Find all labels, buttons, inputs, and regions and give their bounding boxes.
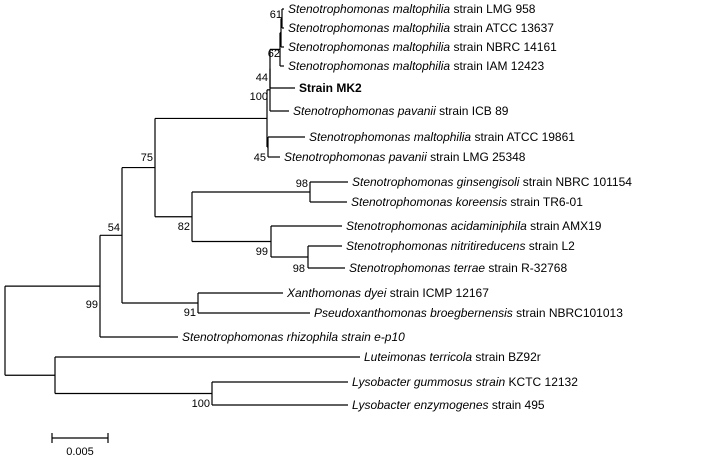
bootstrap-value: 98 [293,263,305,275]
bootstrap-value: 82 [178,221,190,233]
bootstrap-value: 100 [250,91,268,103]
taxon-label: Pseudoxanthomonas broegbernensis strain … [314,306,623,320]
tree-branches [4,8,360,406]
scale-bar: 0.005 [51,433,109,458]
taxon-label: Xanthomonas dyei strain ICMP 12167 [286,286,489,300]
taxon-label: Lysobacter enzymogenes strain 495 [352,398,545,412]
bootstrap-value: 98 [296,178,308,190]
bootstrap-value: 91 [184,307,196,319]
bootstrap-value: 100 [192,398,210,410]
scale-bar-label: 0.005 [66,446,94,458]
bootstrap-value: 62 [268,48,280,60]
taxon-label: Stenotrophomonas ginsengisoli strain NBR… [352,175,632,189]
bootstrap-value: 44 [256,72,268,84]
taxon-label: Stenotrophomonas rhizophila strain e-p10 [182,330,405,344]
bootstrap-value: 61 [270,9,282,21]
bootstrap-value: 75 [141,152,153,164]
taxon-label: Stenotrophomonas terrae strain R-32768 [349,261,567,275]
bootstrap-value: 54 [108,222,120,234]
bootstrap-value: 45 [254,152,266,164]
taxon-labels: Stenotrophomonas maltophilia strain LMG … [182,2,632,412]
taxon-label: Stenotrophomonas maltophilia strain ATCC… [288,21,554,35]
taxon-label: Stenotrophomonas acidaminiphila strain A… [346,219,602,233]
bootstrap-value: 99 [256,246,268,258]
taxon-label: Stenotrophomonas nitritireducens strain … [346,239,575,253]
taxon-label: Stenotrophomonas maltophilia strain NBRC… [288,40,557,54]
taxon-label: Stenotrophomonas maltophilia strain LMG … [288,2,536,16]
taxon-label: Luteimonas terricola strain BZ92r [364,350,541,364]
taxon-label: Stenotrophomonas maltophilia strain IAM … [288,59,544,73]
bootstrap-value: 99 [86,299,98,311]
taxon-label: Strain MK2 [299,81,362,95]
taxon-label: Lysobacter gummosus strain KCTC 12132 [352,375,578,389]
taxon-label: Stenotrophomonas maltophilia strain ATCC… [309,130,575,144]
taxon-label: Stenotrophomonas pavanii strain LMG 2534… [284,150,526,164]
taxon-label: Stenotrophomonas koreensis strain TR6-01 [351,195,583,209]
taxon-label: Stenotrophomonas pavanii strain ICB 89 [293,104,509,118]
